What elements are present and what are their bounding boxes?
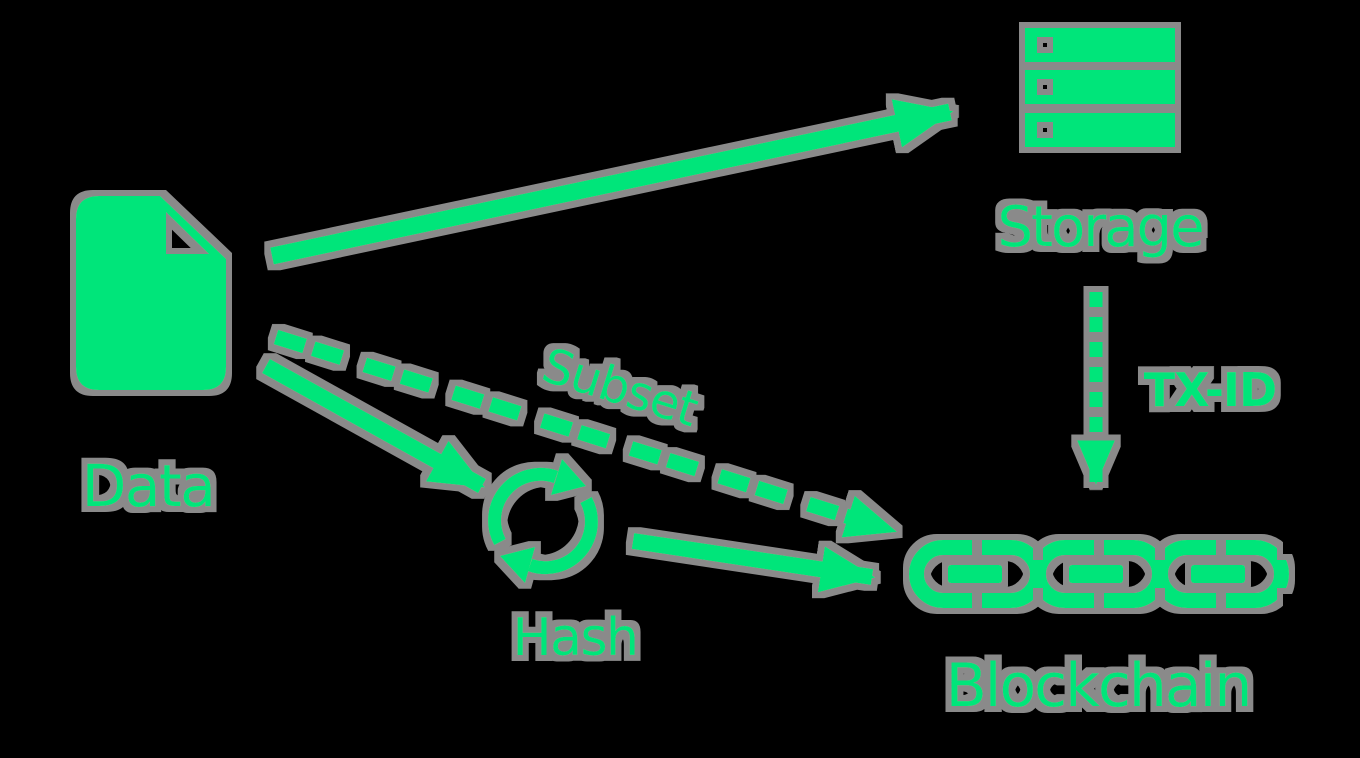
refresh-cycle-icon	[488, 459, 598, 583]
chain-links-icon	[909, 540, 1289, 608]
storage-node-label: Storage	[997, 195, 1202, 260]
hash-to-blockchain-arrow	[631, 533, 876, 593]
data-to-blockchain-dashed-arrow	[273, 329, 897, 539]
data-to-storage-arrow	[270, 99, 954, 265]
tx-id-edge-label: TX-ID	[1144, 363, 1276, 417]
blockchain-node-label: Blockchain	[946, 651, 1251, 721]
data-node-label: Data	[82, 452, 215, 520]
server-stack-icon	[1025, 28, 1175, 147]
document-icon	[76, 196, 226, 390]
hash-node-label: Hash	[512, 608, 637, 668]
data-to-hash-arrow	[262, 359, 486, 493]
